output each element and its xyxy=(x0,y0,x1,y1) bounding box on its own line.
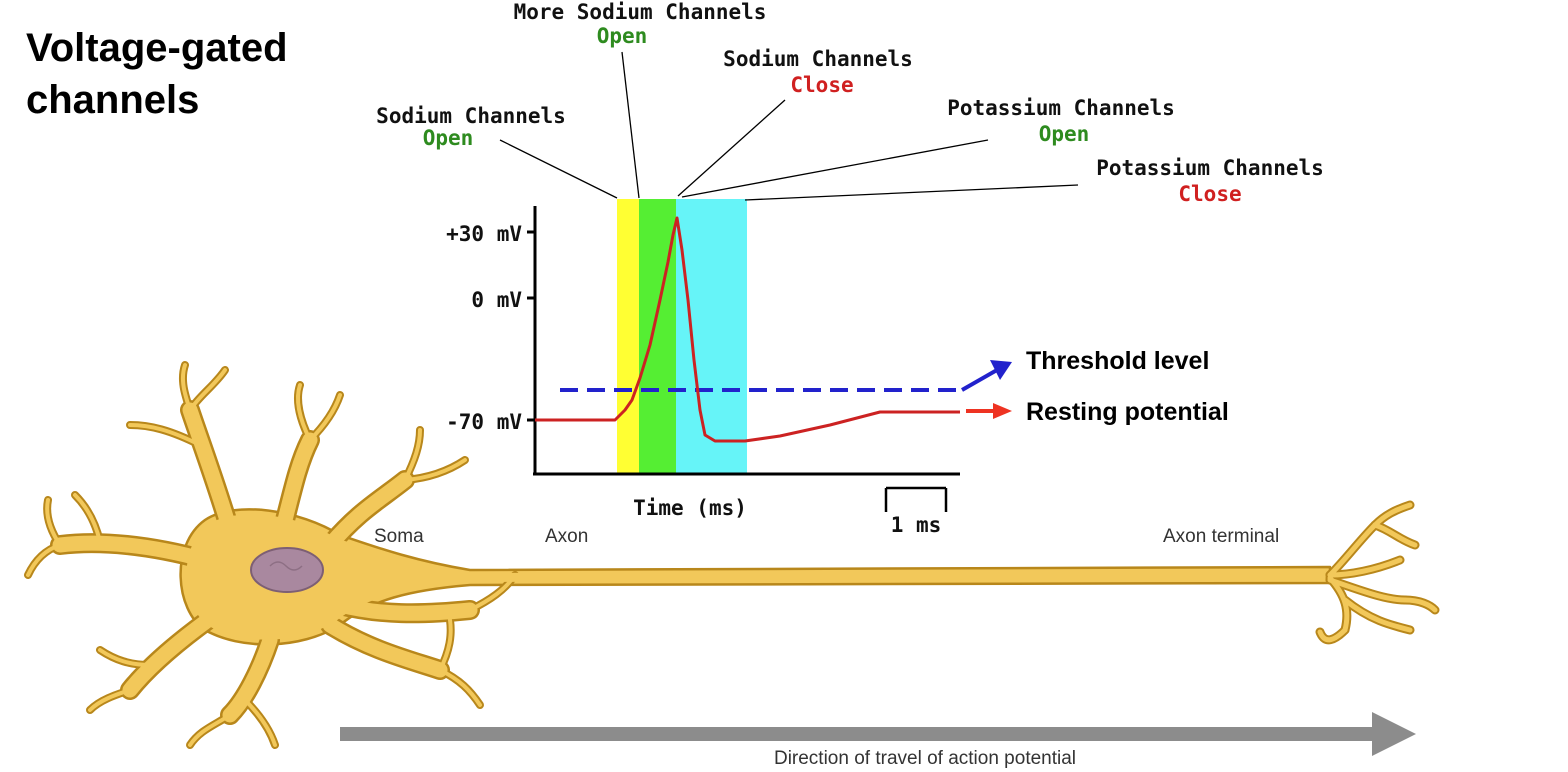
soma-label: Soma xyxy=(374,526,424,547)
title-line-2: channels xyxy=(26,78,200,122)
scale-bar-label: 1 ms xyxy=(891,513,942,537)
callout-sodium-open: Sodium Channels Open xyxy=(376,104,566,150)
callout-potassium-open-label: Potassium Channels xyxy=(947,96,1175,120)
axon-terminal-label: Axon terminal xyxy=(1163,526,1279,547)
direction-label: Direction of travel of action potential xyxy=(774,748,1076,769)
callout-potassium-open: Potassium Channels Open xyxy=(947,96,1175,146)
page-title: Voltage-gated channels xyxy=(26,22,288,126)
neuron xyxy=(24,361,1440,749)
nucleolus-detail xyxy=(269,561,303,571)
resting-legend-arrow xyxy=(966,403,1012,419)
callout-sodium-close-label: Sodium Channels xyxy=(723,47,913,71)
action-potential-trace xyxy=(535,216,960,443)
y-tick-0: 0 mV xyxy=(471,288,522,312)
y-tick-plus30: +30 mV xyxy=(446,222,522,246)
callout-sodium-open-state: Open xyxy=(423,126,474,150)
callout-sodium-close-state: Close xyxy=(790,73,853,97)
scale-bar xyxy=(884,486,948,512)
y-tick-minus70: -70 mV xyxy=(446,410,522,434)
callout-potassium-close-label: Potassium Channels xyxy=(1096,156,1324,180)
callout-potassium-close-state: Close xyxy=(1178,182,1241,206)
band-potassium-open xyxy=(676,199,747,473)
dendrites-fill xyxy=(26,363,517,747)
threshold-legend-label: Threshold level xyxy=(1026,347,1209,375)
soma-cover xyxy=(186,514,1328,640)
band-sodium-open xyxy=(617,199,639,473)
callout-more-sodium-open: More Sodium Channels Open xyxy=(514,0,767,48)
callout-sodium-close: Sodium Channels Close xyxy=(723,47,913,97)
resting-legend-label: Resting potential xyxy=(1026,398,1229,426)
callout-potassium-close: Potassium Channels Close xyxy=(1096,156,1324,206)
graph-axes xyxy=(527,206,960,476)
callout-potassium-open-state: Open xyxy=(1039,122,1090,146)
axon-label: Axon xyxy=(545,526,588,547)
direction-arrow xyxy=(340,712,1416,756)
band-more-sodium-open xyxy=(639,199,676,473)
callout-lines xyxy=(499,51,1079,201)
threshold-legend-arrow xyxy=(961,360,1012,392)
phase-bands xyxy=(617,199,747,473)
title-line-1: Voltage-gated xyxy=(26,26,288,70)
x-axis-label: Time (ms) xyxy=(633,496,747,520)
nucleus xyxy=(250,547,324,593)
callout-more-sodium-open-label: More Sodium Channels xyxy=(514,0,767,24)
callout-sodium-open-label: Sodium Channels xyxy=(376,104,566,128)
callout-more-sodium-open-state: Open xyxy=(597,24,648,48)
